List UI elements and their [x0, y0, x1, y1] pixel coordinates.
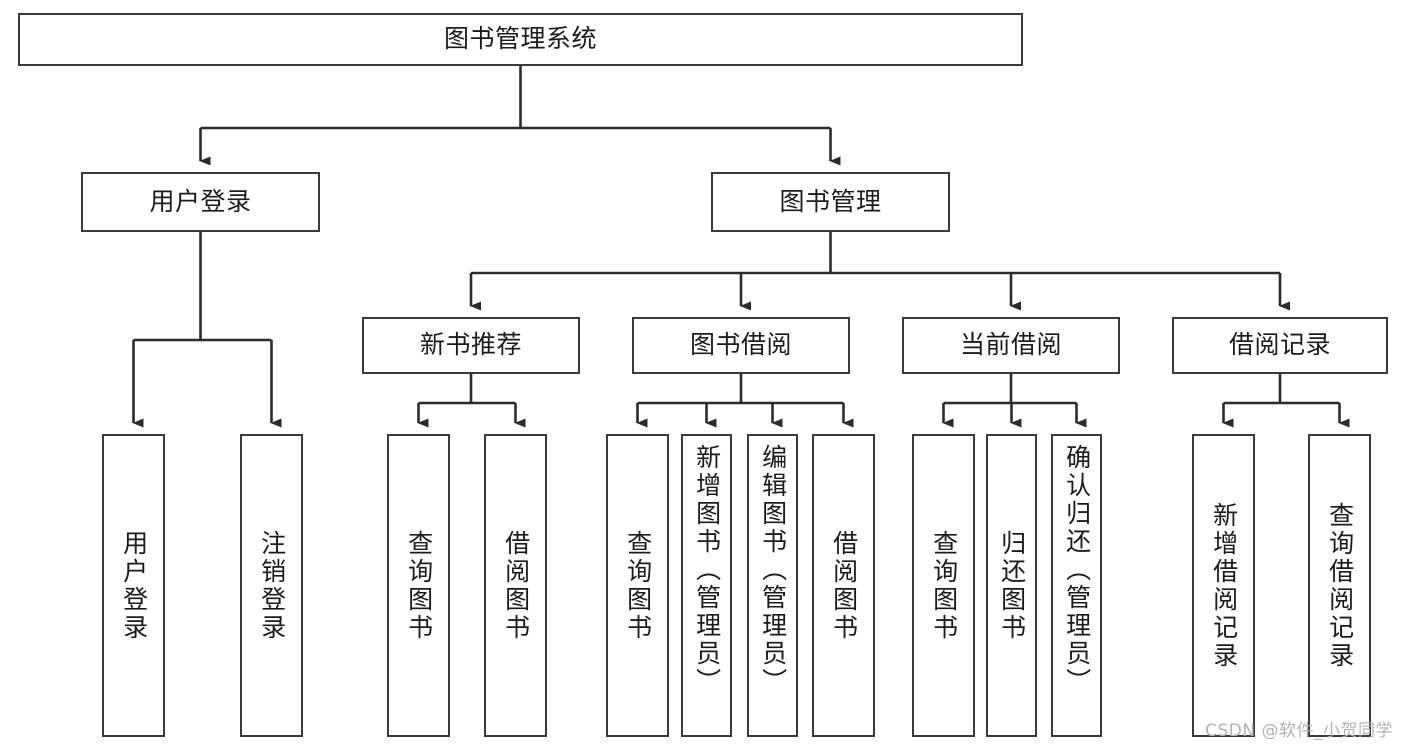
- node-book-borrow[interactable]: 图书借阅: [632, 317, 850, 374]
- node-leaf-user-login[interactable]: 用户登录: [102, 434, 165, 737]
- node-label-leaf-return-book: 归还图书: [997, 529, 1027, 642]
- node-book-mgmt[interactable]: 图书管理: [711, 172, 950, 232]
- node-current-borrow[interactable]: 当前借阅: [902, 317, 1120, 374]
- node-leaf-confirm-return[interactable]: 确认归还（管理员）: [1051, 434, 1102, 737]
- node-label-user-login: 用户登录: [149, 186, 252, 216]
- node-label-current-borrow: 当前借阅: [959, 330, 1062, 360]
- node-label-leaf-add-record: 新增借阅记录: [1209, 501, 1239, 670]
- node-leaf-query-book-1[interactable]: 查询图书: [387, 434, 450, 737]
- node-leaf-add-book[interactable]: 新增图书（管理员）: [681, 434, 732, 737]
- node-leaf-borrow-book-1[interactable]: 借阅图书: [484, 434, 547, 737]
- node-label-leaf-borrow-book-2: 借阅图书: [829, 529, 859, 642]
- node-label-leaf-logout: 注销登录: [257, 529, 287, 642]
- node-label-leaf-query-book-2: 查询图书: [623, 529, 653, 642]
- node-label-leaf-borrow-book-1: 借阅图书: [501, 529, 531, 642]
- node-label-root: 图书管理系统: [443, 24, 597, 54]
- node-label-book-mgmt: 图书管理: [779, 186, 882, 216]
- node-leaf-add-record[interactable]: 新增借阅记录: [1192, 434, 1255, 737]
- node-label-leaf-add-book: 新增图书（管理员）: [692, 444, 722, 696]
- node-leaf-logout[interactable]: 注销登录: [240, 434, 303, 737]
- node-label-leaf-edit-book: 编辑图书（管理员）: [758, 444, 788, 696]
- node-label-new-book-rec: 新书推荐: [419, 330, 522, 360]
- node-leaf-borrow-book-2[interactable]: 借阅图书: [812, 434, 875, 737]
- node-user-login[interactable]: 用户登录: [81, 172, 320, 232]
- node-label-leaf-query-book-3: 查询图书: [929, 529, 959, 642]
- node-borrow-record[interactable]: 借阅记录: [1172, 317, 1388, 374]
- node-leaf-edit-book[interactable]: 编辑图书（管理员）: [747, 434, 798, 737]
- node-leaf-query-book-3[interactable]: 查询图书: [912, 434, 975, 737]
- node-label-borrow-record: 借阅记录: [1228, 330, 1331, 360]
- node-label-leaf-user-login: 用户登录: [119, 529, 149, 642]
- node-new-book-rec[interactable]: 新书推荐: [362, 317, 580, 374]
- watermark-label: CSDN @软件_小贺同学: [1205, 721, 1393, 741]
- node-root[interactable]: 图书管理系统: [18, 13, 1023, 66]
- node-leaf-query-book-2[interactable]: 查询图书: [606, 434, 669, 737]
- node-label-leaf-confirm-return: 确认归还（管理员）: [1062, 444, 1092, 696]
- node-label-book-borrow: 图书借阅: [689, 330, 792, 360]
- node-leaf-return-book[interactable]: 归还图书: [986, 434, 1037, 737]
- node-label-leaf-query-book-1: 查询图书: [404, 529, 434, 642]
- node-leaf-query-record[interactable]: 查询借阅记录: [1308, 434, 1371, 737]
- node-label-leaf-query-record: 查询借阅记录: [1325, 501, 1355, 670]
